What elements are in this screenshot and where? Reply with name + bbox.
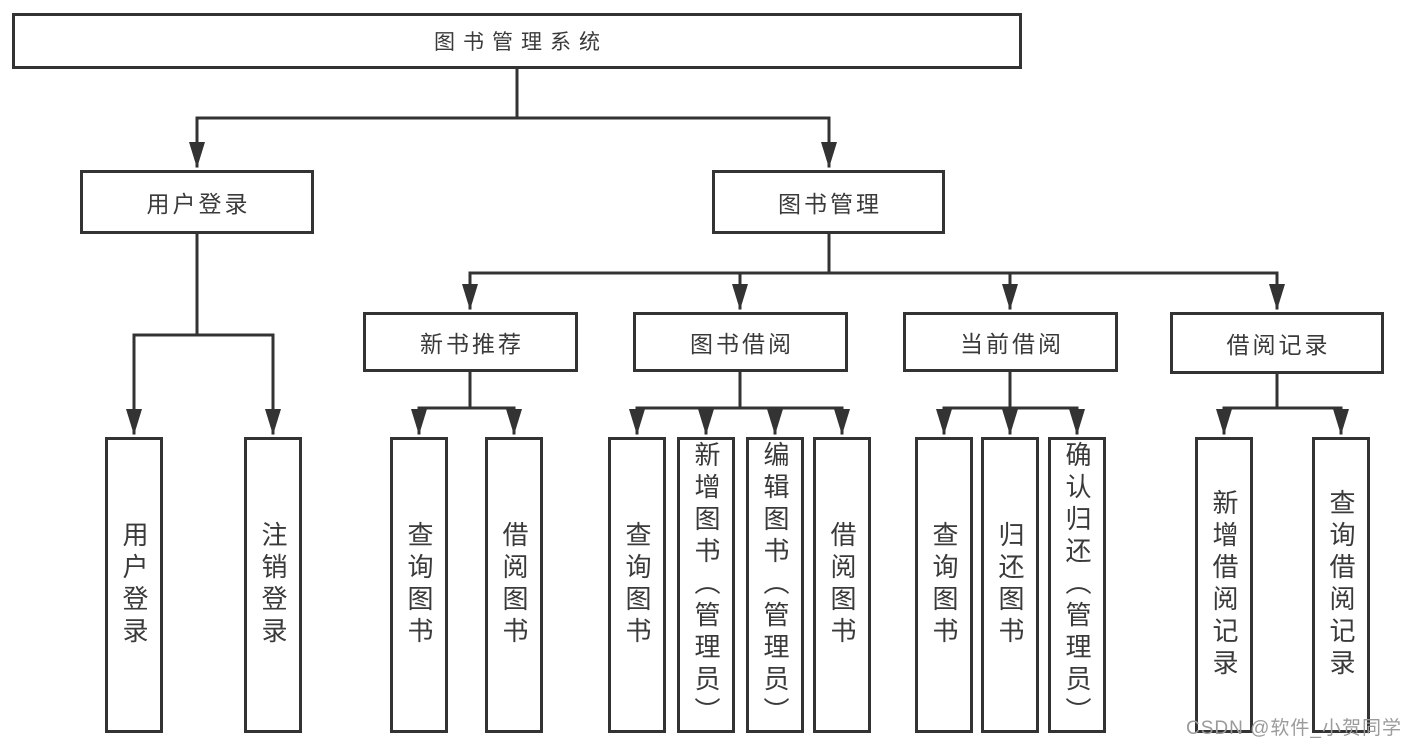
node-book-borrowing: 图书借阅 [633,312,848,372]
arrowhead-icon [1269,284,1285,310]
arrowhead-icon [126,409,142,435]
arrowhead-icon [1069,409,1085,435]
connector-root [195,67,831,168]
connector-borrowing-records [1222,372,1343,435]
node-current-borrowing: 当前借阅 [903,312,1118,372]
arrowhead-icon [506,409,522,435]
leaf-confirm-return-admin: 确认归还（管理员） [1048,437,1106,733]
leaf-borrow-books-borrowing: 借阅图书 [813,437,871,733]
leaf-query-books-recommend: 查询图书 [390,437,448,733]
node-user-login: 用户登录 [80,170,314,234]
arrowhead-icon [265,409,281,435]
leaf-add-books-admin: 新增图书（管理员） [677,437,735,733]
leaf-user-login: 用户登录 [105,437,163,733]
node-borrowing-records: 借阅记录 [1170,312,1384,374]
connector-user-login [132,232,275,435]
connector-new-book-recommend [417,370,516,435]
leaf-borrow-books-recommend: 借阅图书 [485,437,543,733]
connector-book-borrowing [635,370,844,435]
leaf-return-books: 归还图书 [981,437,1039,733]
arrowhead-icon [1002,409,1018,435]
arrowhead-icon [834,409,850,435]
leaf-query-borrow-record: 查询借阅记录 [1312,437,1370,733]
node-book-management: 图书管理 [712,170,945,234]
leaf-query-books-borrowing: 查询图书 [608,437,666,733]
node-root: 图书管理系统 [12,13,1022,69]
connector-book-management [468,232,1279,310]
watermark: CSDN @软件_小贺同学 [1186,718,1402,739]
arrowhead-icon [462,284,478,310]
arrowhead-icon [767,409,783,435]
arrowhead-icon [411,409,427,435]
arrowhead-icon [698,409,714,435]
node-new-book-recommend: 新书推荐 [363,312,578,372]
arrowhead-icon [1216,409,1232,435]
arrowhead-icon [629,409,645,435]
leaf-logout: 注销登录 [244,437,302,733]
arrowhead-icon [189,142,205,168]
arrowhead-icon [732,284,748,310]
arrowhead-icon [936,409,952,435]
arrowhead-icon [1333,409,1349,435]
arrowhead-icon [821,142,837,168]
leaf-edit-books-admin: 编辑图书（管理员） [746,437,804,733]
leaf-query-books-current: 查询图书 [915,437,973,733]
leaf-add-borrow-record: 新增借阅记录 [1195,437,1253,733]
arrowhead-icon [1002,284,1018,310]
